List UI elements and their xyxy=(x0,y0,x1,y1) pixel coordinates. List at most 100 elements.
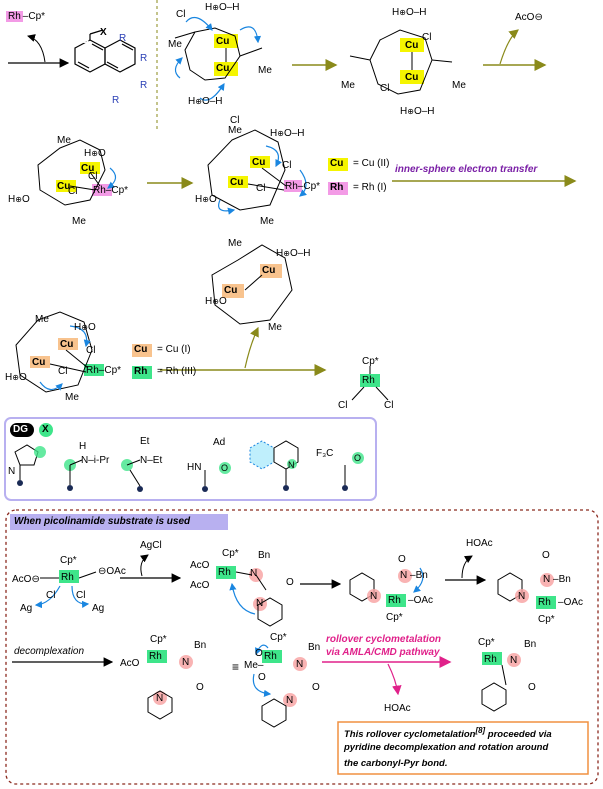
d-cu-2: Cu xyxy=(32,357,46,368)
p3-cp: Cp* xyxy=(386,612,403,623)
aco-release: AcO⊖ xyxy=(515,12,543,23)
p4-bn: –Bn xyxy=(553,574,571,585)
rollover-product xyxy=(481,652,521,712)
ad-o: O xyxy=(221,463,229,473)
r-label-2: R xyxy=(140,53,148,64)
b-cl-2: Cl xyxy=(256,183,266,194)
b-h2o: H⊕O–H xyxy=(270,128,305,139)
p7-cp: Cp* xyxy=(478,637,495,648)
p6-npy: N xyxy=(286,695,294,706)
dg-amide-et xyxy=(121,459,143,492)
b-cl-1: Cl xyxy=(282,160,292,171)
t2-me-2: Me xyxy=(452,80,466,91)
legend-cu1-swatch xyxy=(132,344,152,357)
c-cu-2: Cu xyxy=(224,285,238,296)
t1-h2o-bottom: H⊕O–H xyxy=(188,96,223,107)
curved-arrow-rh-release xyxy=(27,34,46,63)
a-h2o-left: H⊕O xyxy=(8,194,30,205)
hoac-1: HOAc xyxy=(466,538,493,549)
d-cl-2: Cl xyxy=(58,366,68,377)
pyrazole-n: N xyxy=(8,466,16,477)
t1-me-1: Me xyxy=(168,39,182,50)
dg-amide-ad xyxy=(202,462,231,492)
p2-n: N xyxy=(250,568,258,579)
legend-rh3-atom: Rh xyxy=(134,366,148,377)
p1-ag-1: Ag xyxy=(20,603,33,614)
p7-bn: Bn xyxy=(524,639,537,650)
p2-cp: Cp* xyxy=(222,548,239,559)
ad-hn: HN xyxy=(187,462,202,473)
p1-aco: AcO⊖ xyxy=(12,574,40,585)
a-cu-1: Cu xyxy=(81,163,95,174)
t1-cl-bottom: Cl xyxy=(230,115,240,126)
dg-label: DG xyxy=(74,35,89,46)
cu1-rh3-complex xyxy=(15,311,104,393)
t2-h2o-bottom: H⊕O–H xyxy=(400,106,435,117)
c-h2o-left: H⊕O xyxy=(205,296,227,307)
p2-aco-2: AcO xyxy=(190,580,210,591)
p2-rh: Rh xyxy=(218,567,231,578)
p4-cp: Cp* xyxy=(538,614,555,625)
rhcl2-cp: Cp* xyxy=(362,356,379,367)
dg-trifluoroacetyl xyxy=(342,452,364,491)
picolinamide-frame xyxy=(5,509,599,785)
d-h2o-left: H⊕O xyxy=(5,372,27,383)
d-cu-1: Cu xyxy=(60,339,74,350)
p6-cp: Cp* xyxy=(270,632,287,643)
equiv-sign: ≡ xyxy=(232,660,240,674)
ipr-h: H xyxy=(79,441,87,452)
p1-cl-1: Cl xyxy=(46,590,56,601)
start-rh-label: Rh–Cp* xyxy=(6,11,46,22)
d-me-bottom: Me xyxy=(65,392,79,403)
legend-rh3-text: = Rh (III) xyxy=(157,366,197,377)
ad-label: Ad xyxy=(213,437,226,448)
p6-o-3: O xyxy=(312,682,320,693)
p5-bn: Bn xyxy=(194,640,207,651)
p4-n: N xyxy=(543,574,551,585)
rh-ag-start xyxy=(34,570,97,609)
a-h2o: H⊕O xyxy=(84,148,106,159)
p1-oac: ⊖OAc xyxy=(98,566,126,577)
picolinamide-header: When picolinamide substrate is used xyxy=(14,516,191,527)
hoac-2: HOAc xyxy=(384,703,411,714)
inner-sphere-label: inner-sphere electron transfer xyxy=(395,164,538,175)
t1-cl-top: Cl xyxy=(176,9,186,20)
p6-n: N xyxy=(296,659,304,670)
c-me-bottom: Me xyxy=(268,322,282,333)
picolinamide-header-bg xyxy=(10,514,228,530)
box-dg: DG xyxy=(13,424,28,435)
note-line-3: the carbonyl-Pyr bond. xyxy=(344,758,448,769)
t1-cu-1: Cu xyxy=(216,36,230,47)
t1-h2o: H⊕O–H xyxy=(205,2,240,13)
c-cu-1: Cu xyxy=(262,265,276,276)
row1-arrows xyxy=(8,0,547,130)
p4-o: O xyxy=(542,550,550,561)
row2-arrows xyxy=(147,175,577,189)
cmd-transition-state xyxy=(349,567,424,607)
box-x: X xyxy=(42,424,49,435)
t2-cu-2: Cu xyxy=(405,72,419,83)
a-cu-2: Cu xyxy=(57,181,71,192)
p6-o-2: O xyxy=(258,672,266,683)
x-label: X xyxy=(100,27,107,38)
amla-precursor xyxy=(252,644,307,728)
rh-metallacycle xyxy=(497,572,556,609)
p5-rh: Rh xyxy=(149,651,162,662)
a-cl-1: Cl xyxy=(88,171,98,182)
b-cu-1: Cu xyxy=(252,157,266,168)
ipr-n: N–i-Pr xyxy=(81,455,110,466)
a-me-top: Me xyxy=(57,135,71,146)
p5-o: O xyxy=(196,682,204,693)
dg-oval xyxy=(10,423,34,437)
dg-box xyxy=(4,417,377,501)
et-n: N–Et xyxy=(140,455,163,466)
x-circle xyxy=(39,423,53,437)
rhcl2-swatch xyxy=(360,374,380,387)
p6-bn: Bn xyxy=(308,642,321,653)
d-rh: Rh–Cp* xyxy=(86,365,122,376)
legend-cu1-text: = Cu (I) xyxy=(157,344,191,355)
p4-rh: Rh xyxy=(538,597,551,608)
rhcl2-rh: Rh xyxy=(362,375,375,386)
curved-arrow-cu1-release xyxy=(244,326,259,369)
